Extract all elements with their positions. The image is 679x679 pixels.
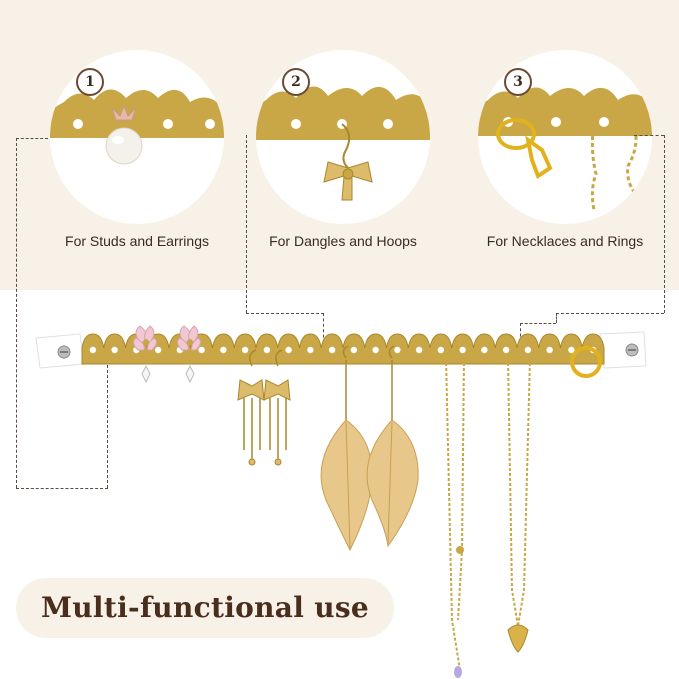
gold-rail <box>81 333 605 365</box>
feature-caption: For Dangles and Hoops <box>269 233 417 249</box>
rail-hole <box>524 346 532 354</box>
rail-body <box>81 333 605 365</box>
connector-line <box>16 488 108 489</box>
connector-line <box>323 313 324 343</box>
studs-zoom-illustration <box>50 89 224 165</box>
left-mount-block <box>35 333 85 369</box>
bow-dangle-earrings <box>237 349 291 466</box>
connector-line <box>16 138 48 139</box>
rail-hole <box>546 346 553 354</box>
rail-hole <box>220 346 227 354</box>
connector-line <box>664 135 665 313</box>
stud-earrings <box>132 325 202 384</box>
rail-hole <box>89 346 97 354</box>
right-mount-block <box>599 331 647 369</box>
zoom-circle <box>256 50 430 224</box>
connector-line <box>16 138 17 488</box>
rail-hole <box>198 346 205 354</box>
connector-line <box>520 323 521 347</box>
rail-hole <box>111 346 118 354</box>
step-number-badge: 2 <box>282 68 310 96</box>
connector-line <box>246 313 324 314</box>
ring <box>570 346 602 378</box>
connector-line <box>556 313 664 314</box>
crystal-drop <box>454 666 462 678</box>
heart-pendant <box>507 624 529 653</box>
rail-hole <box>481 346 488 354</box>
step-number-badge: 1 <box>76 68 104 96</box>
feature-necklaces: 3 For Necklaces and Rings <box>452 0 678 290</box>
rail-hole <box>350 346 358 354</box>
rail-hole <box>263 346 271 354</box>
feature-dangles: 2 For Dangles and Hoops <box>230 0 456 290</box>
leaf-earrings <box>320 345 419 552</box>
headline-badge: Multi-functional use <box>16 578 394 638</box>
rail-hole <box>502 346 510 354</box>
connector-line <box>246 135 247 313</box>
rail-hole <box>459 346 466 354</box>
rail-hole <box>241 346 249 354</box>
dangles-zoom-illustration <box>256 86 430 201</box>
rail-hole <box>437 346 445 354</box>
rail-hole <box>415 346 423 354</box>
rail-hole <box>372 346 379 354</box>
step-number-badge: 3 <box>504 68 532 96</box>
feature-caption: For Studs and Earrings <box>65 233 209 249</box>
necklaces-zoom-illustration <box>478 87 652 211</box>
rail-hole <box>328 346 336 354</box>
necklace-clasp <box>456 546 464 554</box>
feature-studs: 1 For Studs and Earrings <box>24 0 250 290</box>
rail-hole <box>307 346 314 354</box>
feature-caption: For Necklaces and Rings <box>486 233 644 249</box>
rail-hole <box>154 346 162 354</box>
connector-line <box>107 350 108 488</box>
rail-hole <box>568 346 575 354</box>
connector-line <box>634 135 664 136</box>
necklaces <box>445 357 531 671</box>
connector-line <box>556 313 557 323</box>
headline-text: Multi-functional use <box>40 591 370 624</box>
jewelry-rack-illustration <box>35 325 647 678</box>
connector-line <box>520 323 556 324</box>
rail-hole <box>285 346 292 354</box>
rail-hole <box>394 346 401 354</box>
zoom-circle <box>478 50 652 224</box>
